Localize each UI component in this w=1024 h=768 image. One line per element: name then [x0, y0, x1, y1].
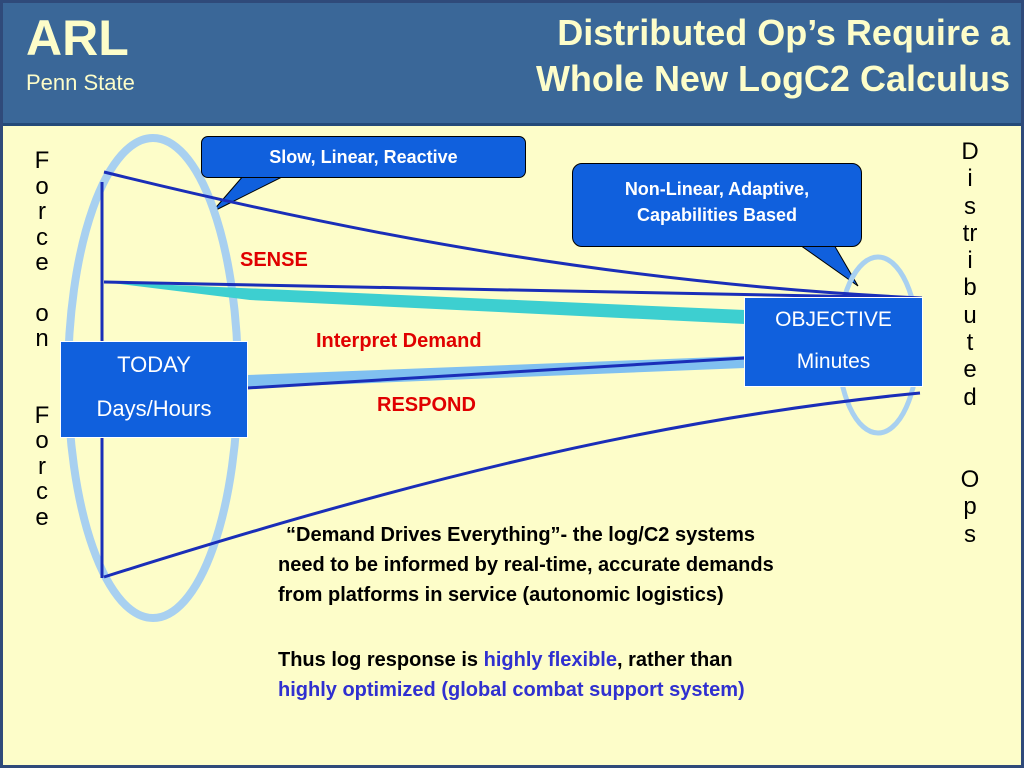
objective-label: OBJECTIVE	[775, 308, 892, 331]
non-linear-line-2: Capabilities Based	[636, 205, 798, 225]
slow-linear-text: Slow, Linear, Reactive	[269, 147, 458, 167]
title-line-1: Distributed Op’s Require a	[557, 12, 1010, 53]
letter: o	[35, 299, 49, 327]
letter: e	[963, 356, 977, 384]
non-linear-callout: Non-Linear, Adaptive, Capabilities Based	[572, 163, 862, 247]
letter: tr	[962, 219, 978, 247]
letter: c	[36, 223, 48, 251]
letter: b	[963, 274, 977, 302]
demand-paragraph: “Demand Drives Everything”- the log/C2 s…	[286, 520, 755, 550]
respond-band-edge	[246, 356, 746, 390]
non-linear-line-1: Non-Linear, Adaptive,	[624, 179, 810, 199]
demand-line-1: “Demand Drives Everything”- the log/C2 s…	[286, 524, 756, 546]
respond-label: RESPOND	[377, 394, 476, 416]
letter: i	[967, 247, 973, 275]
highly-optimized-text: highly optimized (global combat support …	[278, 679, 745, 701]
letter: p	[963, 493, 977, 521]
flexibility-text-b: , rather than	[616, 649, 733, 671]
flexibility-text-a: Thus log response is	[278, 649, 484, 671]
flexibility-line-1: Thus log response is highly flexible, ra…	[278, 645, 745, 675]
letter: D	[961, 138, 979, 165]
demand-paragraph-cont: need to be informed by real-time, accura…	[278, 550, 774, 610]
today-box: TODAY Days/Hours	[60, 341, 248, 438]
arl-logo: ARL	[26, 10, 129, 66]
letter: n	[35, 325, 49, 352]
letter: r	[38, 198, 46, 225]
demand-line-3: from platforms in service (autonomic log…	[278, 584, 724, 606]
minutes-label: Minutes	[796, 350, 871, 373]
today-label: TODAY	[117, 352, 191, 377]
slide-title: Distributed Op’s Require a Whole New Log…	[370, 10, 1010, 102]
slow-linear-callout: Slow, Linear, Reactive	[201, 136, 526, 178]
days-hours-label: Days/Hours	[96, 396, 212, 421]
sense-band	[104, 282, 745, 324]
letter: r	[38, 452, 46, 480]
force-on-force-vertical: F o r c e o n F o r c e	[22, 148, 62, 530]
interpret-demand-label: Interpret Demand	[316, 330, 482, 352]
letter: i	[967, 165, 973, 193]
funnel-top-curve	[103, 170, 923, 300]
header-bar: ARL Penn State Distributed Op’s Require …	[0, 0, 1024, 126]
letter: s	[964, 192, 976, 220]
flexibility-paragraph: Thus log response is highly flexible, ra…	[278, 645, 745, 705]
letter: e	[35, 249, 49, 276]
letter: u	[963, 301, 977, 329]
funnel-bottom-curve	[103, 391, 921, 579]
sense-band-edge	[103, 280, 921, 300]
letter: s	[964, 520, 976, 548]
distributed-ops-vertical: D i s tr i b u t e d O p s	[950, 138, 990, 548]
letter: F	[34, 401, 50, 429]
letter: c	[36, 478, 48, 505]
letter: o	[35, 172, 49, 200]
letter: F	[34, 147, 50, 174]
letter: t	[966, 329, 974, 357]
highly-flexible-text: highly flexible	[483, 649, 617, 671]
non-linear-text: Non-Linear, Adaptive, Capabilities Based	[573, 164, 861, 228]
penn-state-label: Penn State	[26, 70, 135, 95]
letter: O	[960, 465, 980, 493]
letter: o	[35, 427, 49, 454]
demand-line-2: need to be informed by real-time, accura…	[278, 554, 774, 576]
letter: e	[35, 503, 49, 531]
letter: d	[963, 383, 977, 411]
objective-box: OBJECTIVE Minutes	[744, 297, 923, 387]
title-line-2: Whole New LogC2 Calculus	[535, 58, 1010, 99]
sense-label: SENSE	[240, 249, 308, 271]
